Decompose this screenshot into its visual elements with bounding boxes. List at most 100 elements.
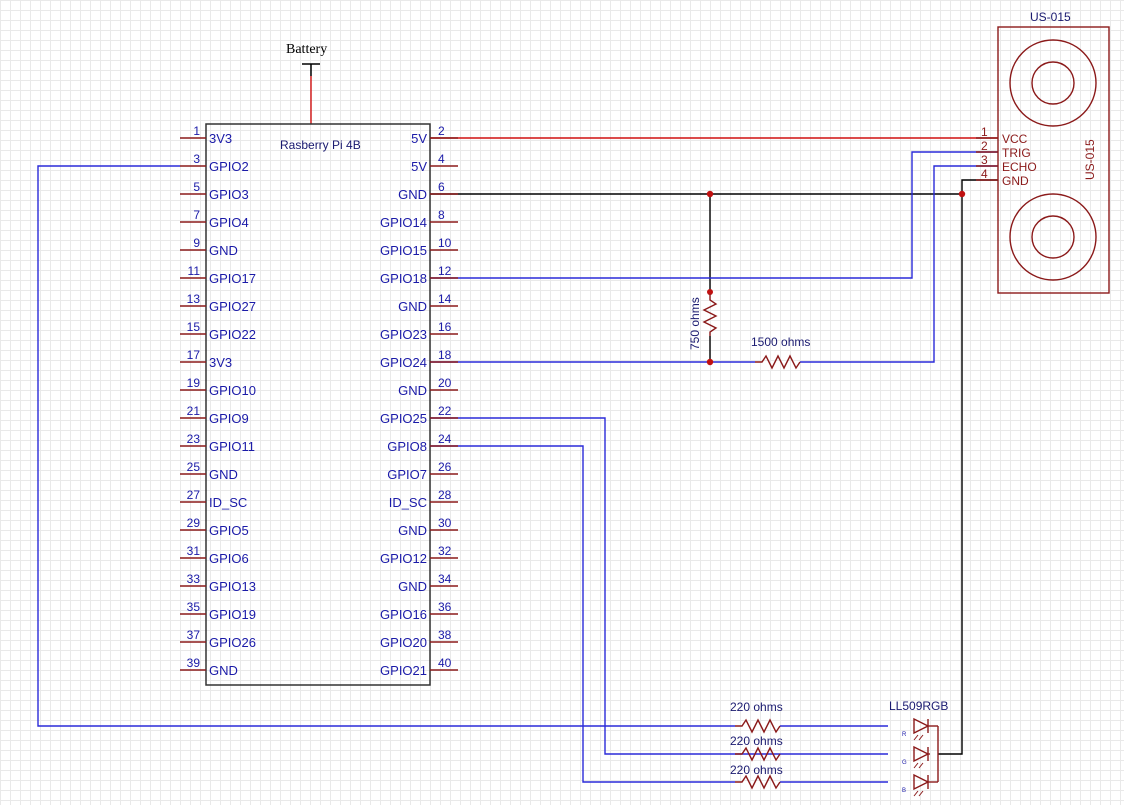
rpi-pin-number: 35	[187, 600, 201, 614]
rpi-pin-name: GND	[398, 579, 427, 594]
rpi-pin-name: GPIO11	[209, 439, 255, 454]
sensor-pin-name: TRIG	[1002, 146, 1031, 160]
rpi-pin-number: 17	[187, 348, 201, 362]
rpi-pin-name: GPIO22	[209, 327, 256, 342]
rpi-pin-number: 3	[193, 152, 200, 166]
rpi-pin-number: 36	[438, 600, 452, 614]
rpi-body	[205, 123, 431, 686]
rpi-right-pins: 25V45V6GND8GPIO1410GPIO1512GPIO1814GND16…	[380, 124, 458, 678]
wire-gpio18-trig	[430, 151, 998, 279]
rpi-pin-name: GPIO25	[380, 411, 427, 426]
rpi-pin-number: 30	[438, 516, 452, 530]
rpi-pin-name: GPIO10	[209, 383, 256, 398]
rpi-pin-number: 5	[193, 180, 200, 194]
rpi-pin-name: GND	[209, 243, 238, 258]
wire-gpio25-green	[430, 417, 888, 755]
rpi-pin-number: 39	[187, 656, 201, 670]
rpi-pin-name: GPIO3	[209, 187, 249, 202]
rpi-pin-name: GPIO9	[209, 411, 249, 426]
rpi-pin-number: 12	[438, 264, 452, 278]
battery-symbol[interactable]: Battery	[286, 42, 327, 76]
rpi-pin-number: 24	[438, 432, 452, 446]
resistor-1500[interactable]: 1500 ohms	[751, 335, 810, 370]
rpi-pin-name: GND	[398, 383, 427, 398]
rpi-pin-number: 22	[438, 404, 452, 418]
sensor-pin-name: GND	[1002, 174, 1029, 188]
rpi-pin-number: 9	[193, 236, 200, 250]
rpi-pin-name: GND	[209, 467, 238, 482]
wire-gnd-sensor	[938, 179, 998, 755]
resistor-blue-label: 220 ohms	[730, 763, 783, 777]
rpi-pin-number: 18	[438, 348, 452, 362]
rpi-pin-name: GPIO16	[380, 607, 427, 622]
junction-gnd-r750	[706, 190, 714, 198]
junction-r750-top	[707, 289, 713, 295]
resistor-red-label: 220 ohms	[730, 700, 783, 714]
rpi-pin-number: 16	[438, 320, 452, 334]
sensor-pin-number: 4	[981, 167, 988, 181]
rpi-pin-number: 4	[438, 152, 445, 166]
rpi-pin-name: GPIO27	[209, 299, 256, 314]
resistor-750-label: 750 ohms	[688, 297, 702, 350]
rpi-pin-number: 28	[438, 488, 452, 502]
transducer-bottom-outer	[1009, 193, 1097, 281]
led-channel-label: B	[902, 788, 906, 794]
rpi-pin-name: ID_SC	[389, 495, 427, 510]
rpi-pin-name: GND	[398, 187, 427, 202]
led-diodes: RGB	[902, 717, 930, 797]
rpi-pin-name: GND	[398, 523, 427, 538]
rpi-pin-name: GPIO15	[380, 243, 427, 258]
led-channel-label: R	[902, 732, 907, 738]
rpi-pin-name: GPIO17	[209, 271, 256, 286]
rpi-title: Rasberry Pi 4B	[280, 138, 361, 152]
rpi-pin-number: 11	[188, 264, 201, 278]
resistor-red[interactable]: 220 ohms	[730, 700, 783, 734]
wire-r1500-echo	[800, 165, 998, 363]
rpi-pin-name: GPIO20	[380, 635, 427, 650]
rpi-pin-name: GPIO8	[387, 439, 427, 454]
rpi-pin-number: 8	[438, 208, 445, 222]
rpi-pin-number: 20	[438, 376, 452, 390]
rpi-pin-name: GND	[209, 663, 238, 678]
rpi-pin-name: 3V3	[209, 355, 232, 370]
rpi-pin-number: 31	[187, 544, 201, 558]
rpi-pin-number: 33	[187, 572, 201, 586]
rgb-led[interactable]: LL509RGB RGB	[889, 699, 948, 797]
rpi-pin-name: GPIO5	[209, 523, 249, 538]
rpi-pin-name: 5V	[411, 159, 427, 174]
rpi-pin-name: 3V3	[209, 131, 232, 146]
rpi-pin-name: GPIO18	[380, 271, 427, 286]
rpi-pin-name: GPIO26	[209, 635, 256, 650]
rpi-pin-name: GPIO2	[209, 159, 249, 174]
junction-gnd-sensor	[958, 190, 966, 198]
rpi-pin-number: 32	[438, 544, 452, 558]
rpi-pin-number: 2	[438, 124, 445, 138]
rpi-pin-name: GPIO4	[209, 215, 249, 230]
rpi-pin-number: 15	[187, 320, 201, 334]
sensor-title: US-015	[1030, 10, 1071, 24]
led-title: LL509RGB	[889, 699, 948, 713]
wires	[37, 76, 998, 783]
sensor-side-label: US-015	[1083, 139, 1097, 180]
resistor-750[interactable]: 750 ohms	[688, 294, 718, 350]
led-diode-b: B	[902, 773, 930, 797]
rpi-pin-number: 21	[187, 404, 201, 418]
rpi-pin-name: GND	[398, 299, 427, 314]
rpi-pin-name: GPIO23	[380, 327, 427, 342]
resistor-green[interactable]: 220 ohms	[730, 734, 783, 762]
rpi-pin-name: 5V	[411, 131, 427, 146]
sensor-pin-number: 1	[981, 125, 988, 139]
resistor-green-label: 220 ohms	[730, 734, 783, 748]
resistor-blue[interactable]: 220 ohms	[730, 763, 783, 790]
rpi-pin-number: 14	[438, 292, 452, 306]
rpi-pin-name: GPIO21	[380, 663, 427, 678]
rpi-pin-name: GPIO7	[387, 467, 427, 482]
junctions	[706, 190, 966, 366]
rpi-pin-name: ID_SC	[209, 495, 247, 510]
led-diode-r: R	[902, 717, 930, 741]
